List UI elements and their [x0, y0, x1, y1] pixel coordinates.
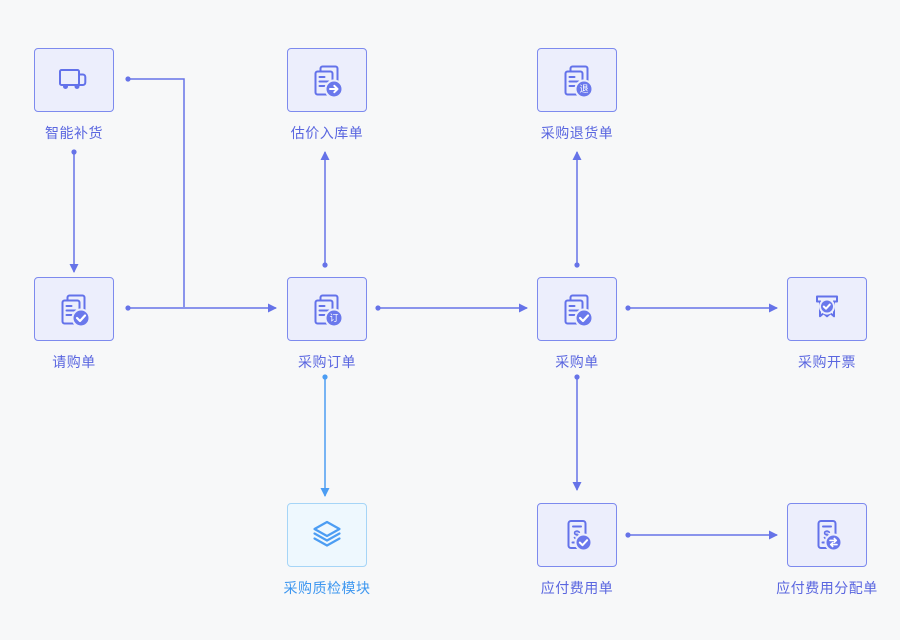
doc-check-icon [61, 294, 91, 328]
estimated-inbound-order-card[interactable] [287, 48, 367, 112]
node-estimated-inbound-order: 估价入库单 [287, 48, 367, 143]
doc-check-icon [564, 294, 594, 328]
purchase-return-order-card[interactable]: 退 [537, 48, 617, 112]
edge-smart-replenishment-to-purchase-requisition [69, 149, 79, 273]
edge-purchase-bill-to-payable-expense-order [572, 374, 582, 491]
bill-check-icon: $ [567, 520, 593, 552]
svg-text:订: 订 [329, 313, 338, 323]
node-purchase-bill: 采购单 [537, 277, 617, 372]
node-purchase-qc-module: 采购质检模块 [284, 503, 370, 598]
node-label: 应付费用单 [540, 580, 614, 596]
node-purchase-invoicing: 采购开票 [787, 277, 867, 372]
purchase-requisition-card[interactable] [34, 277, 114, 341]
node-label: 智能补货 [45, 125, 103, 141]
bill-transfer-icon: $ [817, 520, 843, 552]
layers-icon [313, 520, 341, 547]
purchase-bill-card[interactable] [537, 277, 617, 341]
payable-expense-order-card[interactable]: $ [537, 503, 617, 567]
edge-purchase-bill-to-purchase-invoicing [625, 303, 778, 313]
purchase-invoicing-card[interactable] [787, 277, 867, 341]
edge-purchase-bill-to-purchase-return-order [572, 151, 582, 268]
node-label: 采购开票 [798, 354, 856, 370]
edge-purchase-order-to-purchase-qc-module [320, 374, 330, 497]
doc-return-icon: 退 [564, 65, 594, 99]
edge-payable-expense-order-to-payable-expense-allocation-order [625, 530, 778, 540]
edge-purchase-requisition-to-purchase-order [125, 303, 277, 313]
node-label: 请购单 [52, 354, 96, 370]
svg-text:$: $ [573, 528, 581, 543]
invoice-check-icon [816, 295, 838, 318]
doc-order-icon: 订 [314, 294, 344, 328]
svg-text:退: 退 [579, 84, 588, 94]
payable-expense-allocation-order-card[interactable]: $ [787, 503, 867, 567]
node-purchase-return-order: 退采购退货单 [537, 48, 617, 143]
smart-replenishment-card[interactable] [34, 48, 114, 112]
node-payable-expense-allocation-order: $ 应付费用分配单 [776, 503, 877, 598]
node-smart-replenishment: 智能补货 [34, 48, 114, 143]
node-label: 估价入库单 [290, 125, 364, 141]
edge-purchase-order-to-purchase-bill [375, 303, 528, 313]
truck-icon [59, 69, 87, 89]
node-label: 采购退货单 [540, 125, 614, 141]
node-label: 应付费用分配单 [776, 580, 878, 596]
node-payable-expense-order: $ 应付费用单 [537, 503, 617, 598]
node-label: 采购单 [555, 354, 599, 370]
node-purchase-order: 订采购订单 [287, 277, 367, 372]
node-label: 采购订单 [298, 354, 356, 370]
edge-purchase-order-to-estimated-inbound-order [320, 151, 330, 268]
svg-text:$: $ [823, 528, 831, 543]
doc-arrow-icon [314, 65, 344, 99]
edge-smart-replenishment-to-requisition-flow-join [125, 76, 185, 307]
node-label: 采购质检模块 [283, 580, 371, 596]
purchase-order-card[interactable]: 订 [287, 277, 367, 341]
node-purchase-requisition: 请购单 [34, 277, 114, 372]
purchase-qc-module-card[interactable] [287, 503, 367, 567]
